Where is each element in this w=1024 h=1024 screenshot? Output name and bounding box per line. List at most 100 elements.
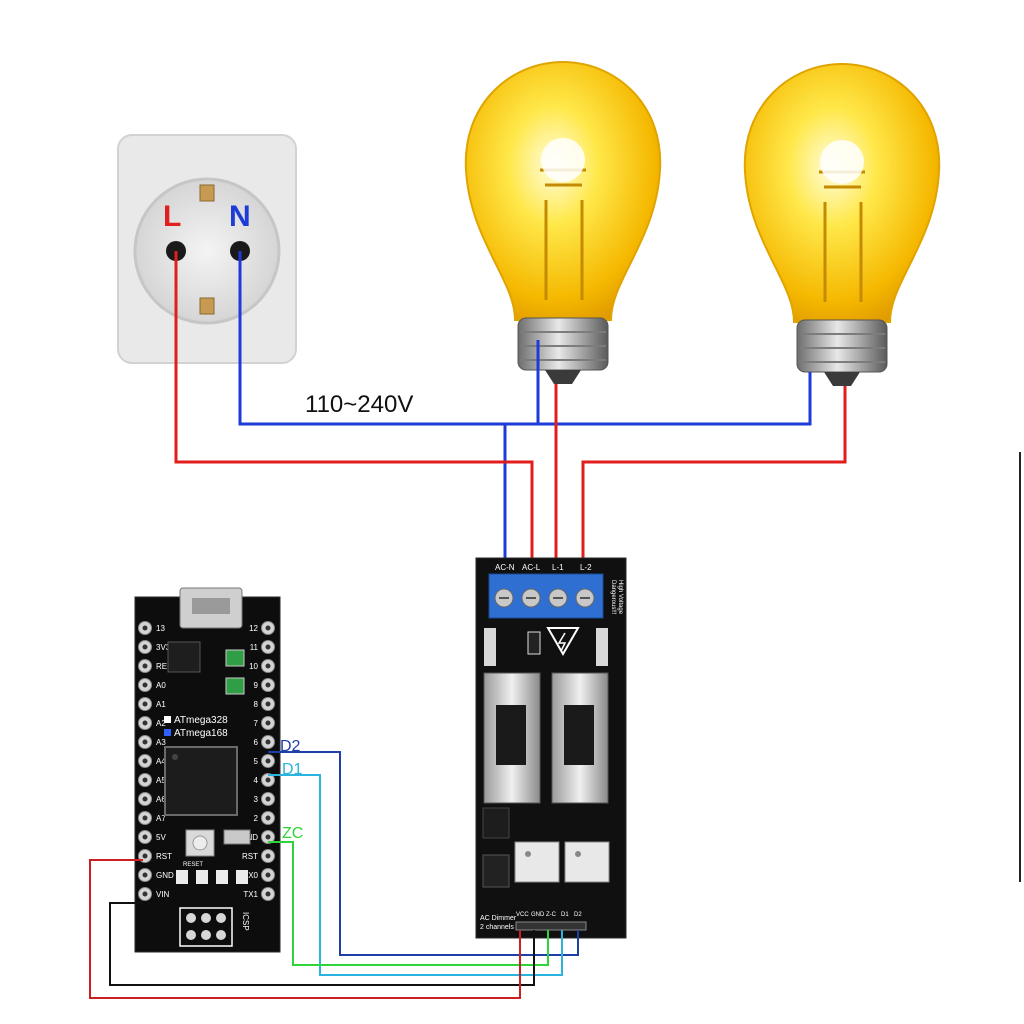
right-pin-pad-hole [265,796,271,802]
right-pin-pad-hole [265,644,271,650]
tx-led [176,870,188,884]
left-pin-label: GND [156,871,174,880]
pwr-led [216,870,228,884]
left-pin-label: 5V [156,833,166,842]
left-pin-label: REF [156,662,172,671]
warning-text: Dangerous!!! High Voltage [610,580,623,615]
icsp-header [179,907,233,947]
left-pin-pad-hole [142,853,148,859]
left-pin-pad-hole [142,682,148,688]
left-pin-pad-hole [142,701,148,707]
right-pin-pad-hole [265,872,271,878]
left-pin-pad-hole [142,834,148,840]
fuse-left [484,628,496,666]
right-pin-pad-hole [265,701,271,707]
right-pin-pad-hole [265,625,271,631]
bulb-1-threads [520,331,606,361]
chip-variant-checkbox-1 [164,716,171,723]
optocoupler-1 [514,841,560,883]
right-pin-label: 9 [254,681,259,690]
outlet-socket [133,177,281,325]
terminal-label-ac-n: AC-N [495,563,515,572]
d1-wire [268,774,563,976]
bulb-1-tip [545,370,581,384]
right-pin-pad-hole [265,663,271,669]
pin-header [515,921,587,931]
left-pin-label: 3V3 [156,643,171,652]
zc-label: ZC [282,825,303,842]
ground-clip-bottom [199,297,215,315]
left-pin-pad-hole [142,815,148,821]
crystal [223,829,251,845]
bulb-2-glass [743,62,941,323]
zc-wire [268,841,549,966]
bridge-rectifier [482,854,510,888]
left-pin-label: A6 [156,795,166,804]
triac-2 [564,705,594,765]
left-pin-label: VIN [156,890,170,899]
power-outlet: L N [117,134,297,364]
neutral-wire-outlet [238,251,812,426]
right-pin-label: 6 [254,738,259,747]
icsp-label: ICSP [241,912,250,931]
reset-label: RESET [183,862,203,868]
left-pin-label: A7 [156,814,166,823]
pin-label-d1: D1 [561,912,569,918]
left-pin-pad-hole [142,625,148,631]
right-pin-pad-hole [265,720,271,726]
pin-label-d2: D2 [574,912,582,918]
left-pin-pad-hole [142,758,148,764]
live-wire-bulb-2 [581,386,847,568]
right-pin-label: 11 [250,643,259,652]
resistor-left [527,631,541,655]
bulb-2-tip [824,372,860,386]
right-pin-pad-hole [265,834,271,840]
left-pin-label: A5 [156,776,166,785]
status-led-1 [225,649,245,667]
right-pin-label: 3 [254,795,259,804]
status-led-2 [225,677,245,695]
left-pin-pad-hole [142,739,148,745]
right-pin-pad-hole [265,739,271,745]
left-pin-label: RST [156,852,172,861]
gnd-wire [109,902,535,986]
module-pin-labels: VCC GND Z-C D1 D2 [516,912,582,918]
left-pin-pad-hole [142,777,148,783]
right-pin-pad-hole [265,682,271,688]
bulb-2-threads [799,333,885,363]
ac-dimmer-module: AC-N AC-L L-1 L-2 Dangerous!!! High Volt… [475,557,627,939]
right-pin-label: RST [242,852,258,861]
chip-variant-label-1: ATmega328 [174,715,228,726]
ac-wiring: 110~240V [174,251,847,568]
right-pin-label: 10 [249,662,258,671]
left-pin-label: A0 [156,681,166,690]
right-pin-label: RX0 [242,871,258,880]
voltage-regulator [167,641,201,673]
left-pin-pad-hole [142,663,148,669]
warning-line-1: Dangerous!!! [610,580,616,615]
right-pin-pad-hole [265,891,271,897]
live-wire-outlet [174,251,534,568]
vcc-wire [89,859,521,999]
terminal-screws [494,588,595,608]
bulb-1-glass [464,60,662,321]
bulb-1-base [517,317,609,371]
module-title: AC Dimmer 2 channels [480,915,517,931]
left-pin-label: A2 [156,719,166,728]
terminal-label-l-1: L-1 [552,563,564,572]
d2-label: D2 [280,738,301,755]
bulb-2-glow [820,140,864,184]
regulator-chip [482,807,510,839]
terminal-label-ac-l: AC-L [522,563,541,572]
high-voltage-symbol [546,627,580,657]
chip-variant-label-2: ATmega168 [174,728,228,739]
warning-line-2: High Voltage [617,580,623,615]
live-label: L [163,200,181,233]
right-pin-label: 8 [254,700,259,709]
left-pin-label: A1 [156,700,166,709]
right-pin-pad-hole [265,777,271,783]
pin-label-vcc: VCC [516,912,529,918]
pin-label-zc: Z-C [546,912,557,918]
